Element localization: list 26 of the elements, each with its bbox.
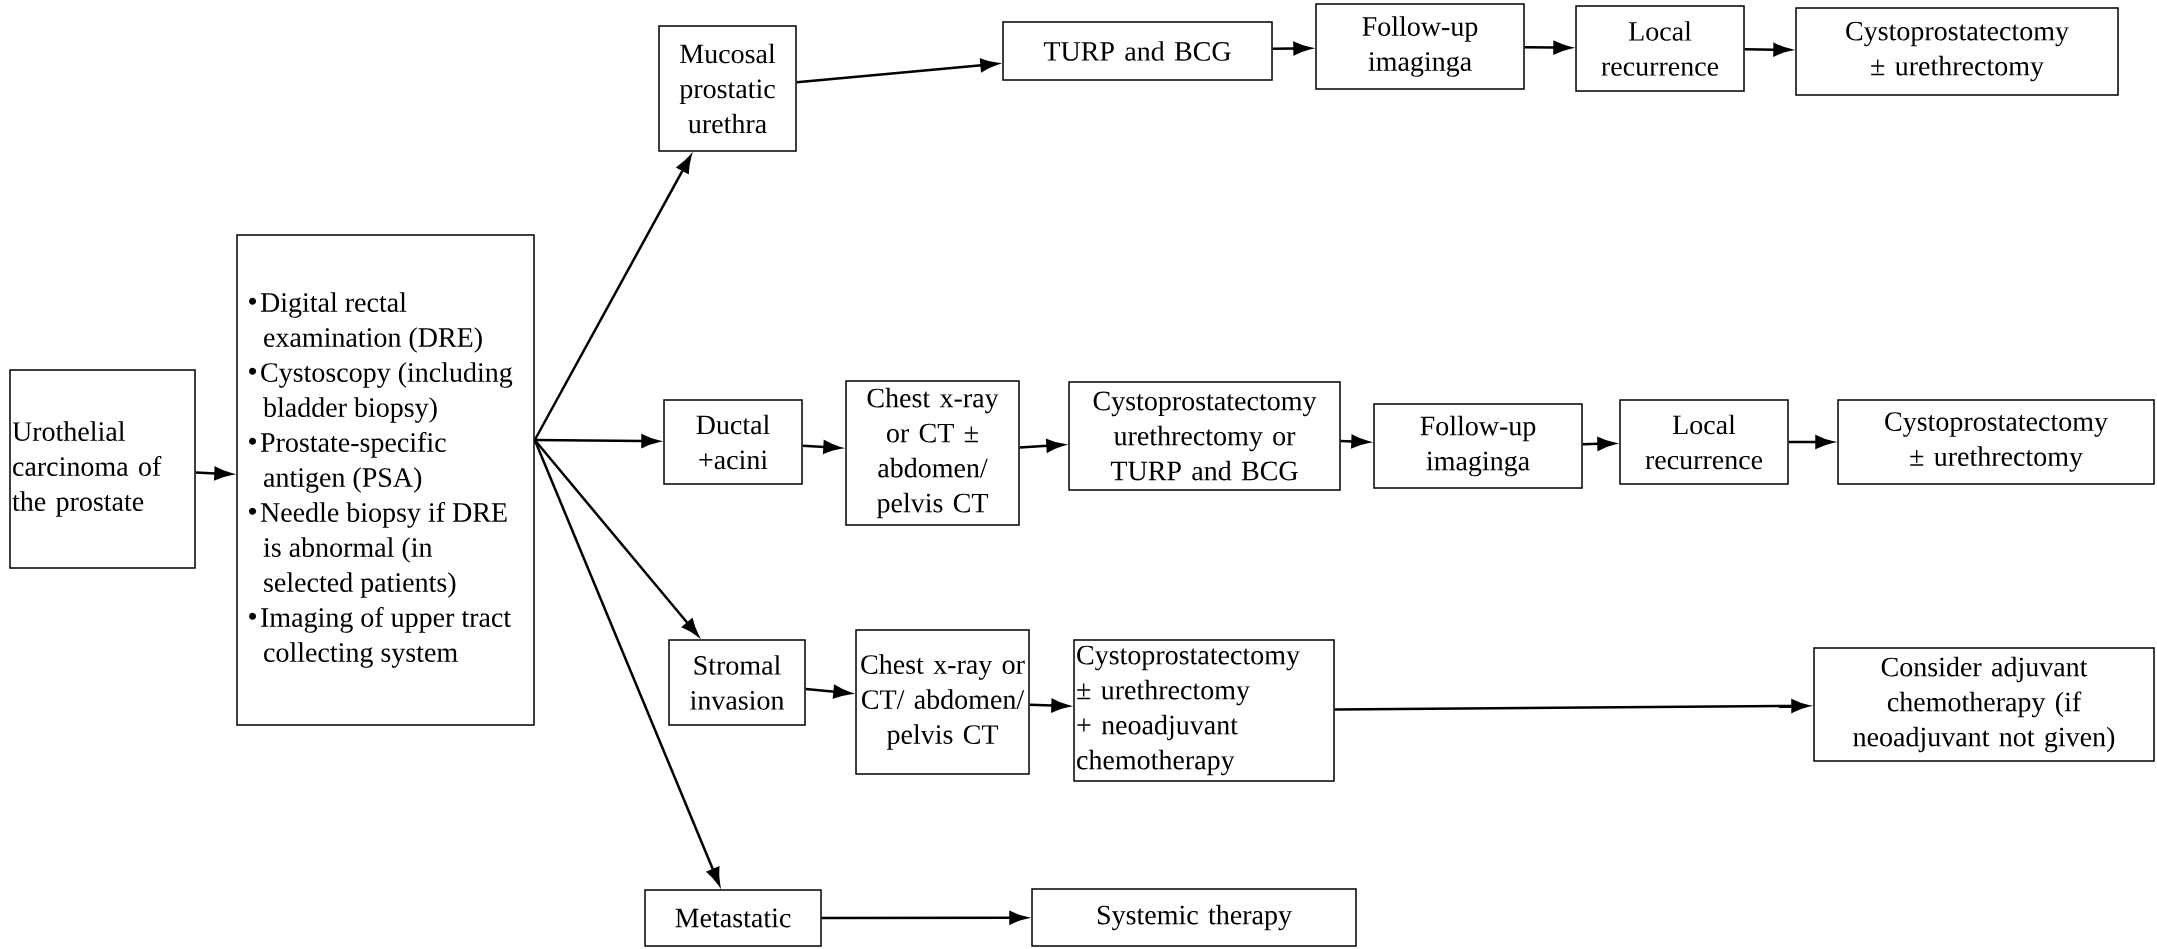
process-box: TURP and BCG bbox=[1002, 21, 1273, 81]
process-box: Local recurrence bbox=[1575, 5, 1745, 92]
list-box bbox=[236, 234, 535, 726]
process-box: Cystoprostatectomy ± urethrectomy + neoadjuvant chemotherapy bbox=[1073, 639, 1335, 782]
process-box: Urothelial carcinoma of the prostate bbox=[9, 369, 196, 569]
list-item: Cystoscopy (including bladder biopsy) bbox=[249, 362, 513, 423]
process-box: Consider adjuvant chemotherapy (if neoadjuvant not given) bbox=[1813, 647, 2155, 762]
arrow bbox=[533, 439, 721, 886]
list-item: Needle biopsy if DRE is abnormal (in selected patients) bbox=[249, 501, 507, 598]
process-box: Cystoprostatectomy ± urethrectomy bbox=[1795, 7, 2119, 96]
process-box: Local recurrence bbox=[1619, 399, 1789, 485]
list-item: Digital rectal examination (DRE) bbox=[249, 292, 482, 353]
list-item: Prostate-specific antigen (PSA) bbox=[249, 431, 446, 493]
process-box: Mucosal prostatic urethra bbox=[658, 25, 797, 152]
arrow bbox=[533, 439, 699, 637]
process-box: Follow-up imaginga bbox=[1315, 3, 1525, 90]
process-box: Cystoprostatectomy urethrectomy or TURP and BCG bbox=[1068, 381, 1341, 491]
process-box: Stromal invasion bbox=[668, 639, 806, 726]
process-box: Metastatic bbox=[644, 889, 822, 947]
process-box: Chest x-ray or CT/ abdomen/ pelvis CT bbox=[855, 629, 1030, 775]
list-item: Imaging of upper tract collecting system bbox=[249, 606, 511, 668]
process-box: Follow-up imaginga bbox=[1373, 403, 1583, 489]
process-box: Systemic therapy bbox=[1031, 888, 1357, 947]
process-box: Ductal +acini bbox=[663, 399, 803, 485]
process-box: Cystoprostatectomy ± urethrectomy bbox=[1837, 399, 2155, 485]
process-box: Chest x-ray or CT ± abdomen/ pelvis CT bbox=[845, 380, 1020, 526]
